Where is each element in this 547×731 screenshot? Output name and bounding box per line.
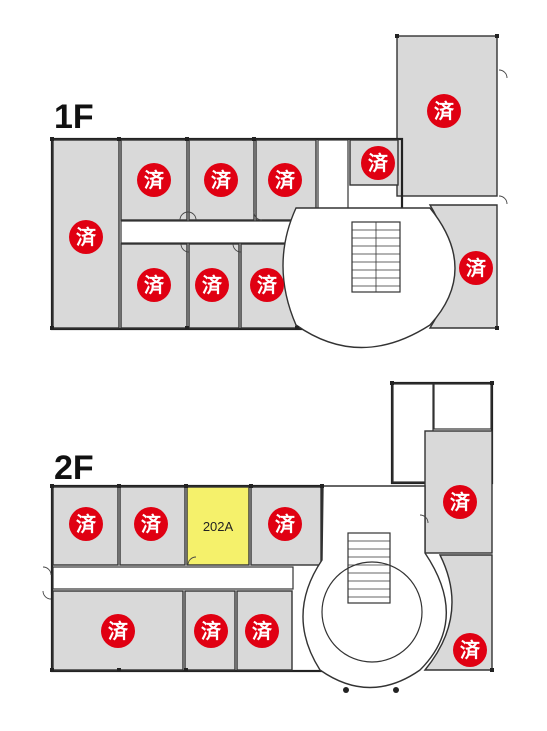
door-icon bbox=[187, 211, 197, 221]
floor-label-2f: 2F bbox=[54, 449, 94, 487]
svg-text:済: 済 bbox=[466, 256, 487, 280]
svg-text:済: 済 bbox=[144, 273, 165, 297]
svg-text:済: 済 bbox=[434, 99, 455, 123]
staircase-2f bbox=[347, 532, 391, 604]
stair-steps-1f bbox=[352, 222, 400, 292]
svg-text:済: 済 bbox=[141, 512, 162, 536]
occupied-stamp-1f-tower: 済 bbox=[427, 94, 461, 128]
door-icon bbox=[179, 211, 189, 221]
occupied-stamp-1f-101: 済 bbox=[137, 163, 171, 197]
occupied-stamp-2f-right-lower: 済 bbox=[453, 633, 487, 667]
posts-2f bbox=[50, 381, 494, 693]
svg-text:済: 済 bbox=[368, 151, 389, 175]
svg-text:済: 済 bbox=[202, 273, 223, 297]
occupied-stamp-2f-206: 済 bbox=[245, 614, 279, 648]
occupied-stamp-1f-104: 済 bbox=[361, 146, 395, 180]
posts-1f bbox=[50, 34, 499, 330]
corridor-2f bbox=[52, 566, 294, 590]
svg-text:済: 済 bbox=[76, 512, 97, 536]
occupied-stamp-1f-106: 済 bbox=[195, 268, 229, 302]
occupied-stamp-2f-203: 済 bbox=[268, 507, 302, 541]
occupied-stamp-2f-201: 済 bbox=[69, 507, 103, 541]
door-icon bbox=[180, 243, 190, 253]
occupied-stamp-2f-205: 済 bbox=[194, 614, 228, 648]
svg-text:済: 済 bbox=[252, 619, 273, 643]
occupied-stamp-2f-202: 済 bbox=[134, 507, 168, 541]
svg-text:済: 済 bbox=[275, 168, 296, 192]
door-icon bbox=[253, 211, 263, 221]
svg-text:済: 済 bbox=[201, 619, 222, 643]
room-2f-storage bbox=[433, 383, 492, 430]
floor-1f: 済 済 済 済 済 済 済 済 済 済 bbox=[50, 34, 508, 349]
svg-text:済: 済 bbox=[211, 168, 232, 192]
svg-text:済: 済 bbox=[144, 168, 165, 192]
door-icon bbox=[419, 514, 429, 524]
svg-text:済: 済 bbox=[460, 638, 481, 662]
svg-text:済: 済 bbox=[257, 273, 278, 297]
corridor-1f bbox=[120, 220, 297, 244]
door-icon bbox=[232, 243, 242, 253]
occupied-stamp-2f-204: 済 bbox=[101, 614, 135, 648]
svg-text:済: 済 bbox=[275, 512, 296, 536]
occupied-stamp-1f-105: 済 bbox=[137, 268, 171, 302]
stair-steps-2f bbox=[348, 540, 390, 598]
hall-2f bbox=[302, 485, 447, 689]
floor-label-1f: 1F bbox=[54, 98, 94, 136]
svg-text:済: 済 bbox=[108, 619, 129, 643]
occupied-stamp-2f-right-upper: 済 bbox=[443, 485, 477, 519]
room-2f-202a[interactable] bbox=[186, 486, 250, 566]
svg-text:済: 済 bbox=[76, 225, 97, 249]
door-icon bbox=[42, 566, 52, 576]
svg-text:済: 済 bbox=[450, 490, 471, 514]
door-icon bbox=[498, 69, 508, 79]
door-icon bbox=[42, 590, 52, 600]
door-icon bbox=[498, 195, 508, 205]
occupied-stamp-1f-right: 済 bbox=[459, 251, 493, 285]
floor-2f: 202A bbox=[42, 381, 494, 693]
door-icon bbox=[187, 556, 197, 566]
atrium-2f bbox=[321, 561, 423, 663]
occupied-stamp-1f-102: 済 bbox=[204, 163, 238, 197]
occupied-stamp-1f-left: 済 bbox=[69, 220, 103, 254]
room-label-202a: 202A bbox=[203, 519, 234, 534]
room-1f-utility bbox=[317, 139, 349, 211]
occupied-stamp-1f-107: 済 bbox=[250, 268, 284, 302]
occupied-stamp-1f-103: 済 bbox=[268, 163, 302, 197]
